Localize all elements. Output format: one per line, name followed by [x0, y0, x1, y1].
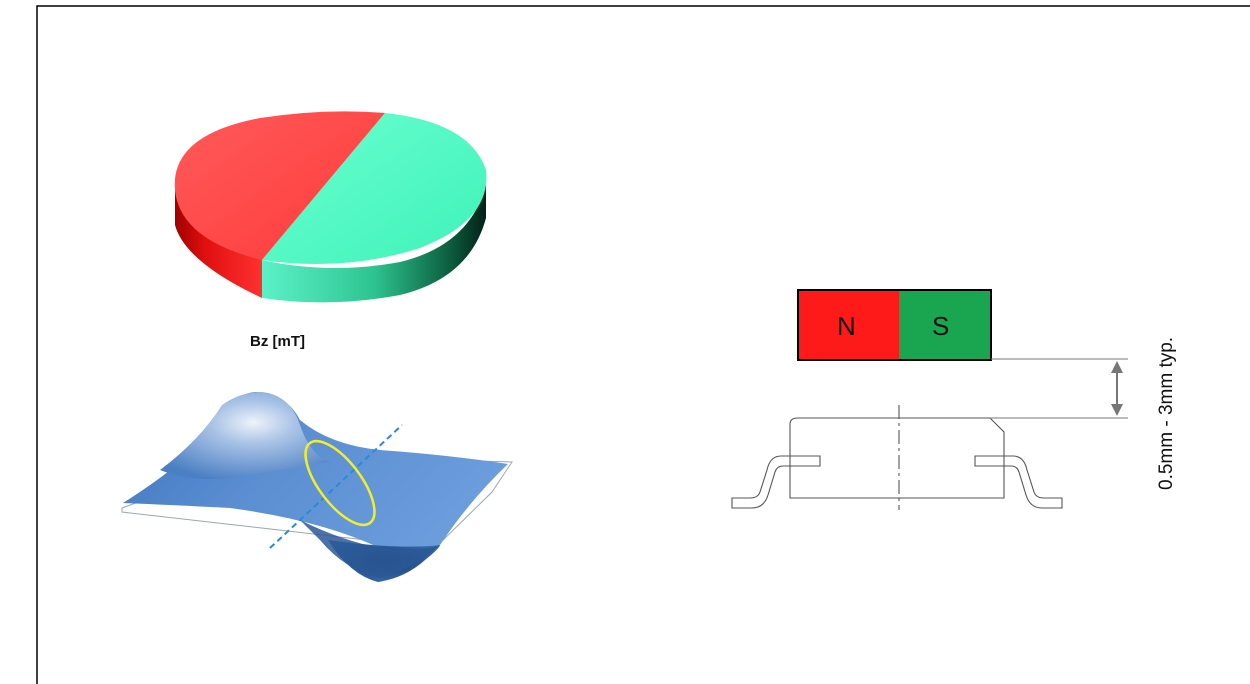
frame-border	[36, 5, 1250, 684]
field-surface-plot	[121, 392, 513, 582]
south-label: S	[932, 311, 949, 341]
south-pole	[899, 290, 991, 360]
rotation-axis-line	[269, 424, 403, 549]
magnet-outline	[797, 289, 992, 361]
north-pole	[798, 290, 899, 360]
package-body	[789, 417, 1005, 499]
right-lead	[974, 455, 1063, 509]
air-gap-dimension: 0.5mm - 3mm typ.	[990, 337, 1177, 490]
surface-valley-shade	[300, 520, 440, 578]
dim-arrow-down	[1111, 404, 1123, 416]
disc-side-green	[262, 185, 486, 303]
surface-peak	[160, 392, 330, 479]
disc-top-green	[262, 113, 487, 264]
sensor-package	[731, 405, 1063, 510]
field-label: Bz [mT]	[250, 333, 305, 350]
air-gap-label: 0.5mm - 3mm typ.	[1156, 337, 1177, 490]
disc-top-red	[174, 111, 385, 260]
north-label: N	[837, 311, 856, 341]
dim-arrow-up	[1111, 361, 1123, 373]
bar-magnet: N S	[797, 289, 992, 361]
magnet-disc	[174, 111, 487, 303]
sensor-ellipse	[304, 439, 376, 527]
left-lead	[731, 455, 821, 509]
